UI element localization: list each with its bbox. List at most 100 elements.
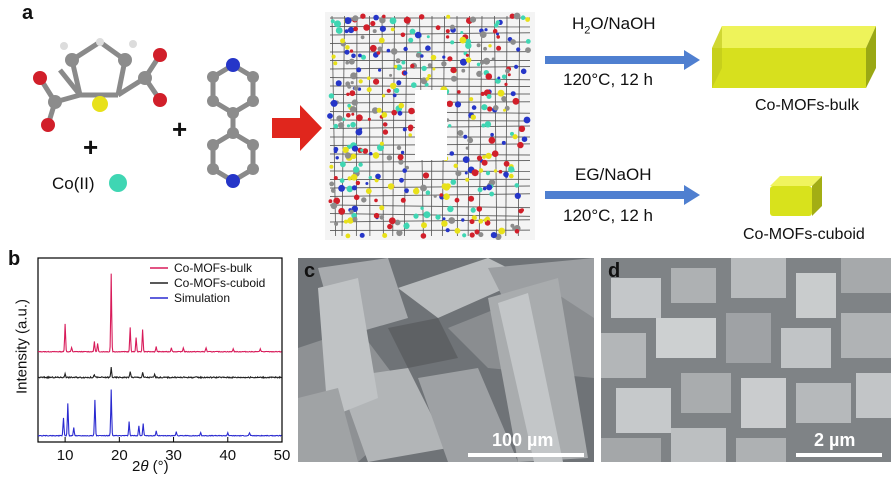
mof-atom bbox=[427, 63, 432, 68]
mof-atom bbox=[419, 14, 425, 20]
mof-atom bbox=[349, 49, 354, 53]
mof-atom bbox=[435, 214, 441, 220]
mof-atom bbox=[344, 17, 352, 25]
mof-atom bbox=[350, 72, 358, 80]
mof-atom bbox=[329, 164, 334, 169]
mof-atom bbox=[394, 219, 401, 226]
mof-atom bbox=[501, 96, 507, 102]
mof-atom bbox=[448, 124, 452, 128]
cuboid-crystal-icon bbox=[770, 176, 822, 216]
xrd-x-tick-label: 10 bbox=[57, 447, 74, 464]
mof-atom bbox=[377, 46, 383, 52]
metal-label: Co(II) bbox=[52, 174, 95, 193]
mof-atom bbox=[496, 35, 501, 39]
mof-bond bbox=[478, 15, 483, 237]
mof-atom bbox=[394, 87, 400, 94]
mof-atom bbox=[346, 185, 354, 193]
xrd-legend-entry: Co-MOFs-bulk bbox=[174, 261, 253, 275]
mof-atom bbox=[488, 137, 496, 144]
mof-atom bbox=[496, 32, 499, 36]
mof-atom bbox=[497, 89, 505, 97]
mof-atom bbox=[368, 175, 372, 180]
cobalt-ion-icon bbox=[109, 174, 127, 192]
mof-atom bbox=[379, 141, 384, 146]
mof-atom bbox=[460, 31, 464, 34]
product-cuboid-label: Co-MOFs-cuboid bbox=[743, 226, 865, 243]
mof-atom bbox=[498, 227, 506, 235]
mof-atom bbox=[358, 53, 362, 58]
mof-atom bbox=[521, 136, 528, 142]
mof-atom bbox=[349, 106, 357, 113]
mof-atom bbox=[331, 54, 336, 59]
mof-atom bbox=[381, 94, 386, 98]
mof-atom bbox=[415, 52, 421, 58]
mof-atom bbox=[474, 229, 480, 235]
mof-atom bbox=[357, 87, 362, 91]
mof-atom bbox=[425, 77, 430, 81]
mof-atom bbox=[450, 179, 457, 185]
mof-atom bbox=[512, 134, 518, 140]
mof-atom bbox=[338, 122, 345, 129]
mof-atom bbox=[471, 105, 477, 110]
mof-atom bbox=[476, 206, 483, 212]
mof-atom bbox=[358, 162, 363, 167]
mof-atom bbox=[372, 152, 380, 159]
mof-atom bbox=[504, 105, 510, 111]
mof-atom bbox=[397, 154, 404, 161]
mof-atom bbox=[454, 227, 461, 234]
mof-atom bbox=[450, 40, 455, 45]
mof-atom bbox=[392, 93, 397, 98]
mof-atom bbox=[376, 51, 381, 55]
mof-atom bbox=[496, 45, 502, 51]
panel-label-c: c bbox=[304, 260, 316, 282]
mof-atom bbox=[471, 215, 477, 221]
mof-atom bbox=[330, 99, 338, 107]
mof-atom bbox=[489, 191, 495, 197]
mof-atom bbox=[346, 92, 350, 97]
mof-atom bbox=[389, 73, 393, 77]
mof-atom bbox=[346, 124, 351, 128]
mof-atom bbox=[340, 161, 346, 168]
mof-atom bbox=[421, 65, 427, 72]
sem-d-scale-text: 2 µm bbox=[814, 430, 856, 450]
mof-atom bbox=[359, 232, 365, 238]
mof-atom bbox=[464, 171, 468, 175]
mof-atom bbox=[459, 36, 467, 44]
mof-atom bbox=[476, 43, 481, 48]
mof-atom bbox=[477, 187, 483, 193]
xrd-series-co-mofs-bulk bbox=[37, 273, 282, 353]
mof-atom bbox=[396, 145, 402, 150]
mof-atom bbox=[509, 173, 514, 179]
mof-atom bbox=[333, 149, 338, 153]
mof-atom bbox=[486, 184, 493, 191]
mof-atom bbox=[396, 64, 402, 71]
xrd-x-tick-label: 20 bbox=[111, 447, 128, 464]
mof-atom bbox=[390, 48, 398, 55]
mof-atom bbox=[329, 181, 335, 187]
mof-atom bbox=[379, 215, 385, 220]
mof-atom bbox=[486, 94, 492, 99]
mof-atom bbox=[423, 211, 431, 219]
mof-atom bbox=[451, 75, 457, 82]
mof-atom bbox=[446, 14, 451, 19]
mof-atom bbox=[341, 117, 346, 122]
mof-bond bbox=[329, 185, 531, 189]
mof-atom bbox=[518, 208, 524, 214]
mof-atom bbox=[347, 103, 351, 108]
mof-atom bbox=[420, 206, 424, 210]
mof-atom bbox=[504, 82, 508, 86]
mof-atom bbox=[469, 232, 475, 238]
mof-bond bbox=[517, 15, 520, 237]
mof-atom bbox=[495, 78, 501, 84]
mof-atom bbox=[470, 207, 476, 213]
mof-atom bbox=[461, 68, 466, 73]
mof-atom bbox=[516, 47, 521, 52]
synthesis-scheme bbox=[33, 12, 876, 240]
mof-atom bbox=[461, 218, 465, 222]
mof-atom bbox=[365, 182, 369, 185]
mof-atom bbox=[497, 76, 501, 80]
mof-atom bbox=[365, 188, 372, 195]
mof-atom bbox=[330, 202, 338, 210]
mof-atom bbox=[360, 35, 365, 40]
mof-atom bbox=[387, 223, 393, 230]
